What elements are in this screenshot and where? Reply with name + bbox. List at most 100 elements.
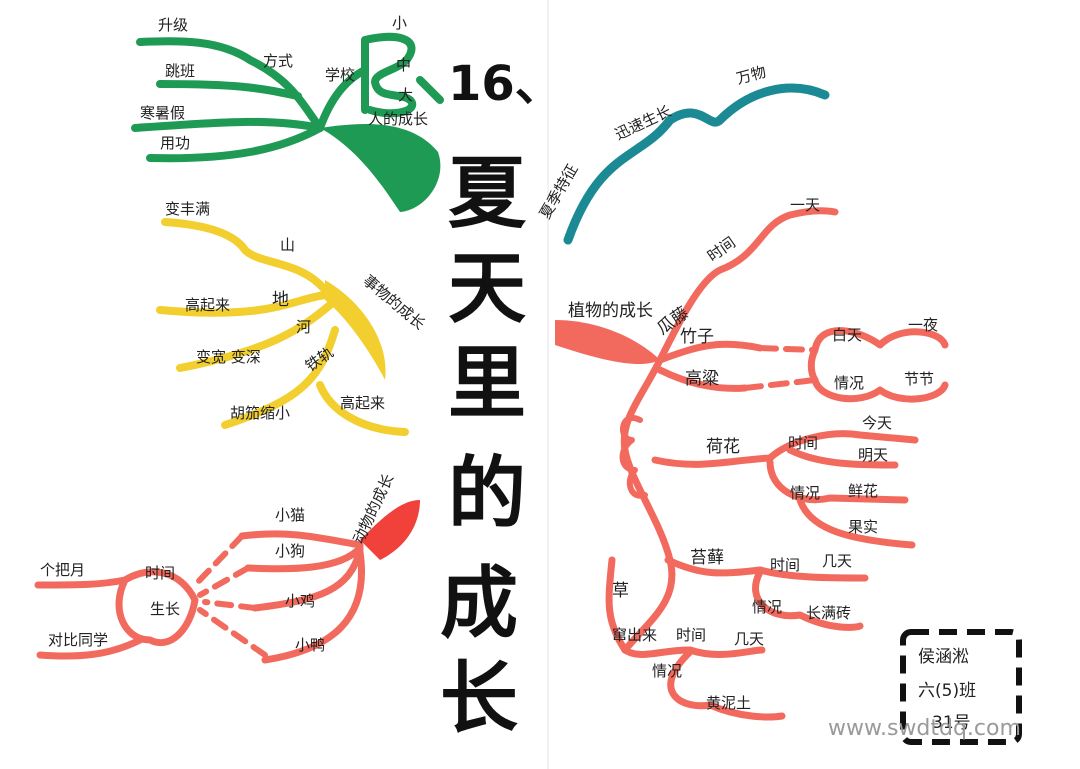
green-branch: [131, 32, 444, 212]
red-left-dash-2: [197, 565, 251, 598]
label-green-root: 人的成长: [368, 110, 428, 128]
label-red-right-moss-time-val: 几天: [822, 552, 852, 570]
label-red-right-bamboo: 竹子: [680, 327, 714, 347]
watermark: www.swdtdq.com: [828, 716, 1021, 741]
red-right-moss-state: [752, 568, 864, 631]
author-name: 侯涵淞: [918, 647, 969, 667]
author-box: [900, 629, 1022, 745]
title-char-3: 里: [448, 339, 526, 429]
label-red-left-grow: 生长: [150, 600, 180, 618]
label-red-left-chick: 小鸡: [285, 592, 315, 610]
red-left-duck: [261, 548, 365, 664]
label-green-holiday: 寒暑假: [140, 104, 185, 122]
label-red-left-cat: 小猫: [275, 506, 305, 524]
red-left-dash-1: [192, 533, 245, 588]
title-char-4: 的: [448, 449, 526, 539]
label-red-right-grass2: 窜出来: [612, 626, 657, 644]
label-red-right-vine-time-val: 一天: [790, 196, 820, 214]
red-right-bamboo-dash: [757, 345, 818, 353]
label-green-level-small: 小: [392, 14, 407, 32]
red-left-compare: [36, 636, 144, 660]
red-right-moss-time: [756, 566, 869, 582]
green-branch-use: [146, 124, 324, 163]
title-char-5: 成: [440, 559, 518, 649]
green-bracket: [361, 32, 417, 118]
label-green-school: 学校: [325, 66, 355, 84]
red-left-time: [34, 576, 129, 589]
yellow-branch: [156, 218, 409, 436]
red-right-branch: [555, 207, 949, 721]
green-branch-holiday: [131, 117, 324, 132]
title-number: 16、: [448, 56, 563, 112]
label-yellow-rail2-desc: 高起来: [340, 394, 385, 412]
label-red-left-time-val: 个把月: [40, 561, 85, 579]
green-branch-skip: [156, 80, 302, 100]
label-yellow-mountain-desc: 变丰满: [165, 200, 210, 218]
yellow-branch-land: [156, 291, 329, 317]
red-right-grass: [621, 646, 766, 658]
red-right-spiral: [619, 415, 648, 499]
title-char-6: 长: [440, 654, 518, 744]
label-red-right-moss: 苔藓: [690, 548, 724, 568]
green-trunk: [136, 37, 324, 132]
green-branch-school: [316, 66, 369, 132]
red-right-trunk: [620, 356, 676, 654]
red-right-moss: [664, 556, 764, 577]
green-arrow: [416, 76, 444, 104]
label-red-right-lotus-time: 时间: [788, 434, 818, 452]
label-red-right-root: 植物的成长: [568, 301, 653, 321]
red-right-lotus: [651, 454, 774, 468]
red-right-lotus-state2: [796, 496, 916, 549]
red-left-dash-3: [202, 599, 258, 611]
yellow-trunk-top: [161, 218, 329, 294]
label-green-skip: 跳班: [165, 62, 195, 80]
label-green-upgrade: 升级: [158, 16, 188, 34]
label-red-right-bamboo-state-val: 节节: [904, 370, 934, 388]
label-red-right-moss-state: 情况: [752, 598, 782, 616]
label-red-right-bamboo-time-val: 一夜: [908, 316, 938, 334]
red-left-cloud: [115, 568, 199, 647]
label-red-left-duck: 小鸭: [295, 636, 325, 654]
red-right-bamboo-cloud: [807, 327, 949, 403]
red-left-cat: [238, 530, 364, 549]
label-yellow-river-desc: 变宽 变深: [196, 348, 261, 366]
red-right-grass-trunk: [605, 556, 629, 654]
label-red-left-dog: 小狗: [275, 542, 305, 560]
label-red-right-bamboo-time: 白天: [832, 326, 862, 344]
red-right-bamboo: [656, 340, 764, 364]
label-yellow-river: 河: [296, 318, 311, 336]
label-red-right-sorghum: 高粱: [685, 369, 719, 389]
label-red-right-grass-state-val: 黄泥土: [706, 694, 751, 712]
label-green-level-large: 大: [398, 86, 413, 104]
label-yellow-mountain: 山: [280, 236, 295, 254]
label-red-right-grass: 草: [612, 581, 629, 601]
author-class: 六(5)班: [918, 681, 976, 701]
red-left-chick: [251, 546, 364, 612]
label-red-right-moss-state-val: 长满砖: [806, 604, 851, 622]
label-red-right-lotus-state-val-1: 鲜花: [848, 482, 878, 500]
label-red-right-grass-state: 情况: [652, 662, 682, 680]
red-right-grass-state: [667, 648, 786, 721]
yellow-branch-rail: [221, 326, 339, 429]
label-green-level-middle: 中: [396, 56, 411, 74]
label-yellow-land: 地: [272, 290, 289, 310]
label-red-left-time: 时间: [145, 564, 175, 582]
teal-main: [563, 83, 830, 245]
red-right-lotus-state: [766, 458, 909, 504]
red-left-branch: [34, 500, 420, 664]
red-right-vine: [656, 207, 839, 364]
label-red-right-grass-time-val: 几天: [734, 630, 764, 648]
label-red-right-lotus-time-val-2: 明天: [858, 446, 888, 464]
teal-branch: [563, 83, 830, 245]
label-red-left-compare: 对比同学: [48, 631, 108, 649]
red-right-lotus-time2: [786, 446, 899, 469]
label-green-method: 方式: [263, 52, 293, 70]
label-red-right-lotus-state: 情况: [790, 484, 820, 502]
red-left-root-blob: [360, 500, 420, 560]
red-right-lotus-time: [766, 430, 919, 462]
label-red-right-lotus: 荷花: [706, 437, 740, 457]
red-right-root-blob: [555, 320, 660, 365]
red-right-sorghum-dash: [742, 377, 818, 391]
red-left-dash-4: [197, 607, 268, 658]
yellow-branch-rail2: [316, 381, 409, 436]
